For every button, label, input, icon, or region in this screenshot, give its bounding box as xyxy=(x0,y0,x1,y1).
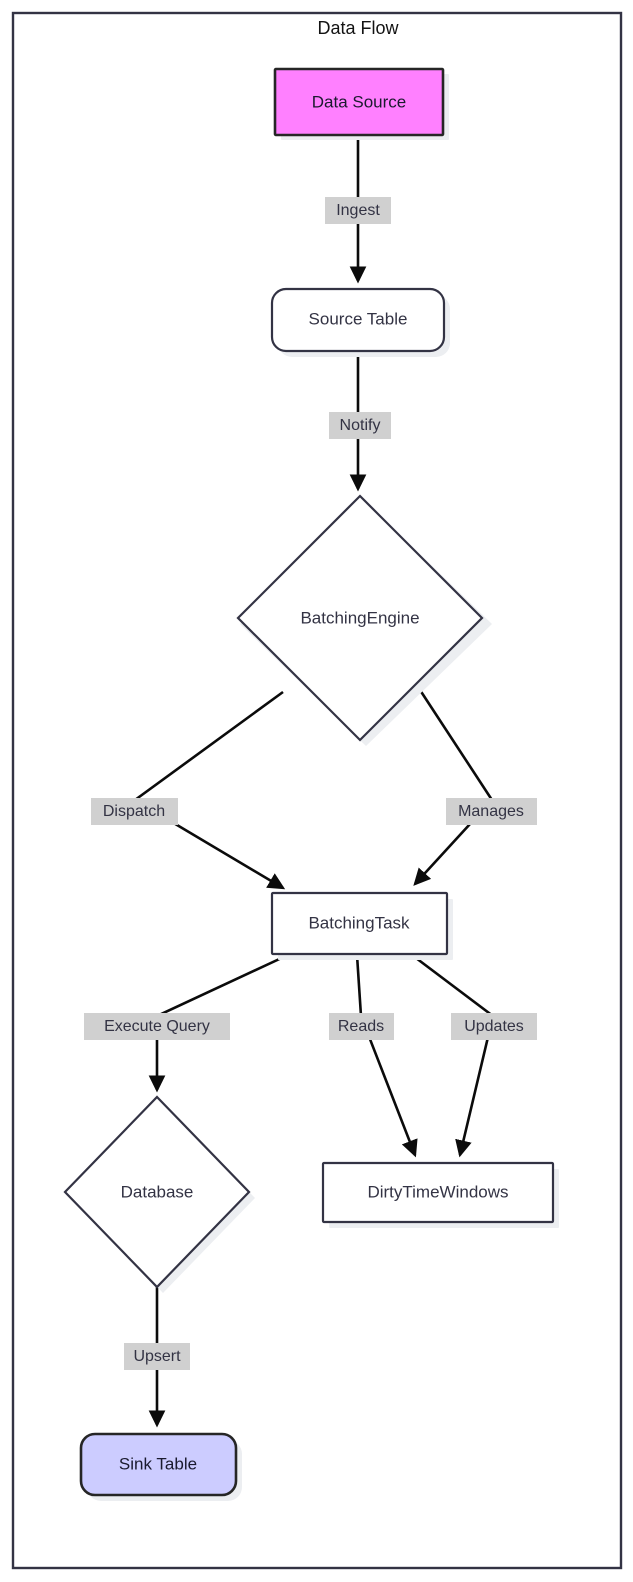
node-batching-engine-shape xyxy=(236,494,484,742)
node-sink-table[interactable]: Sink Table xyxy=(79,1432,242,1501)
edge-label-dispatch: Dispatch xyxy=(91,798,178,825)
edge-label-ingest: Ingest xyxy=(325,197,391,224)
edge-label-upsert-text: Upsert xyxy=(133,1348,181,1365)
edge-label-execute-query-bg xyxy=(84,1013,230,1040)
node-dirty-time-windows-shape xyxy=(321,1161,555,1224)
node-batching-task[interactable]: BatchingTask xyxy=(270,891,453,960)
node-batching-engine[interactable]: BatchingEngine xyxy=(236,494,492,746)
node-source-table-shape xyxy=(270,287,446,353)
node-database-shape xyxy=(63,1095,251,1289)
edge-label-ingest-text: Ingest xyxy=(336,202,380,219)
node-data-source-label: Data Source xyxy=(312,92,407,111)
diagram-title: Data Flow xyxy=(317,18,399,38)
edge-label-manages-text: Manages xyxy=(458,803,524,820)
node-dirty-time-windows-label: DirtyTimeWindows xyxy=(367,1182,508,1201)
edge-label-upsert-bg xyxy=(124,1343,190,1370)
edge-label-notify: Notify xyxy=(329,412,391,439)
node-source-table-label: Source Table xyxy=(309,309,408,328)
node-database-label: Database xyxy=(121,1182,194,1201)
edge-label-dispatch-text: Dispatch xyxy=(103,803,165,820)
edge-label-upsert: Upsert xyxy=(124,1343,190,1370)
edge-label-updates-text: Updates xyxy=(464,1018,524,1035)
edge-label-notify-text: Notify xyxy=(340,417,381,434)
edge-label-execute-query: Execute Query xyxy=(84,1013,230,1040)
node-source-table[interactable]: Source Table xyxy=(270,287,450,357)
edge-label-notify-bg xyxy=(329,412,391,439)
node-database[interactable]: Database xyxy=(63,1095,255,1293)
edge-label-updates: Updates xyxy=(451,1013,537,1040)
edge-label-reads: Reads xyxy=(329,1013,394,1040)
edge-label-execute-query-text: Execute Query xyxy=(104,1018,210,1035)
edge-label-manages: Manages xyxy=(446,798,537,825)
node-batching-task-label: BatchingTask xyxy=(308,913,410,932)
edge-label-ingest-bg xyxy=(325,197,391,224)
edge-label-manages-bg xyxy=(446,798,537,825)
edge-label-reads-bg xyxy=(329,1013,394,1040)
edge-label-dispatch-bg xyxy=(91,798,178,825)
diagram-frame xyxy=(11,11,623,1570)
node-batching-task-shape xyxy=(270,891,449,956)
node-dirty-time-windows[interactable]: DirtyTimeWindows xyxy=(321,1161,559,1228)
node-batching-engine-label: BatchingEngine xyxy=(300,608,419,627)
node-data-source[interactable]: Data Source xyxy=(273,67,449,140)
node-sink-table-shape xyxy=(79,1432,238,1497)
edge-label-reads-text: Reads xyxy=(338,1018,384,1035)
edge-label-updates-bg xyxy=(451,1013,537,1040)
node-data-source-shape xyxy=(273,67,445,137)
node-sink-table-label: Sink Table xyxy=(119,1454,197,1473)
